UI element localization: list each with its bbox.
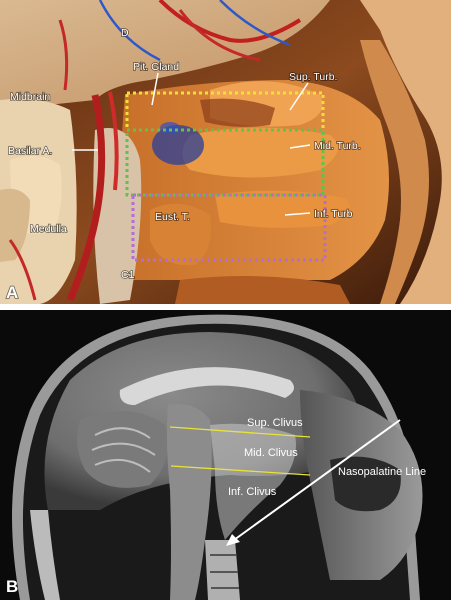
label-c1: C1: [121, 269, 135, 281]
label-basilar: Basilar A.: [8, 145, 52, 157]
dissection-image: D Pit. Gland Sup. Turb. Midbrain Basilar…: [0, 0, 451, 304]
panel-b-letter: B: [6, 577, 18, 596]
purple-region-box: [131, 193, 327, 262]
label-eust: Eust. T.: [155, 211, 190, 223]
pit-gland-leader: [151, 72, 159, 106]
label-medulla: Medulla: [30, 223, 67, 235]
label-midbrain: Midbrain: [10, 91, 50, 103]
nasopalatine-line: [233, 419, 401, 541]
label-sup-clivus: Sup. Clivus: [247, 417, 303, 429]
label-inf-turb: Inf. Turb: [314, 208, 353, 220]
label-pit-gland: Pit. Gland: [133, 61, 179, 73]
green-region-box: [125, 128, 325, 197]
inf-turb-leader: [284, 212, 311, 216]
label-mid-turb: Mid. Turb.: [314, 140, 361, 152]
panel-b-mri: Sup. Clivus Mid. Clivus Inf. Clivus Naso…: [0, 310, 451, 600]
sup-clivus-line: [169, 426, 311, 438]
mri-image: Sup. Clivus Mid. Clivus Inf. Clivus Naso…: [0, 310, 451, 600]
nasopalatine-arrowhead: [226, 534, 240, 546]
sup-turb-leader: [289, 82, 309, 111]
label-nasopalatine: Nasopalatine Line: [338, 466, 426, 478]
label-inf-clivus: Inf. Clivus: [228, 486, 277, 498]
mid-turb-leader: [289, 144, 311, 149]
panel-a-letter: A: [6, 283, 18, 302]
panel-a-dissection: D Pit. Gland Sup. Turb. Midbrain Basilar…: [0, 0, 451, 304]
mid-clivus-line: [170, 465, 311, 476]
label-sup-turb: Sup. Turb.: [289, 71, 337, 83]
label-mid-clivus: Mid. Clivus: [244, 447, 298, 459]
label-d: D: [121, 27, 129, 39]
